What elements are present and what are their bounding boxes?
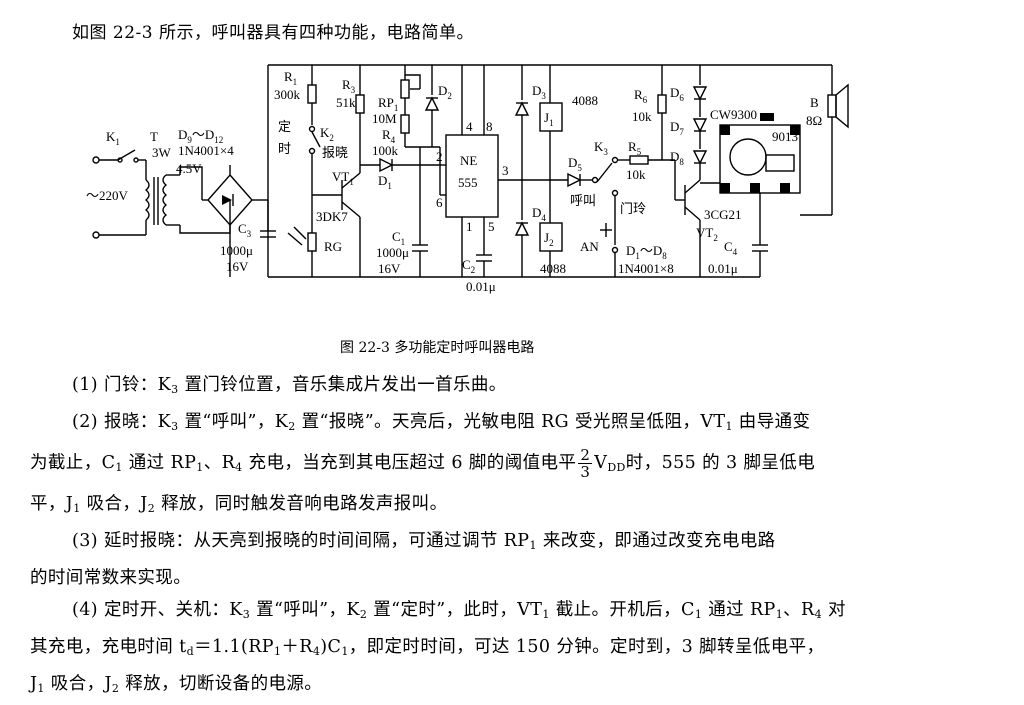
label-c4-value: 0.01μ bbox=[708, 261, 738, 276]
paragraph-4-line-1: (4) 定时开、关机：K3 置“呼叫”，K2 置“定时”，此时，VT1 截止。开… bbox=[72, 600, 846, 621]
paragraph-4-line-2: 其充电，充电时间 td＝1.1(RP1＋R4)C1，即定时时间，可达 150 分… bbox=[30, 637, 825, 658]
label-4-5v: 4.5V bbox=[176, 161, 202, 176]
label-3dk7: 3DK7 bbox=[316, 209, 348, 224]
label-d1: D1 bbox=[378, 173, 392, 191]
label-c1-value: 1000μ bbox=[376, 245, 409, 260]
label-d3: D3 bbox=[532, 83, 546, 101]
label-vt1: VT1 bbox=[332, 169, 354, 187]
label-r5-value: 10k bbox=[626, 167, 646, 182]
label-pin1: 1 bbox=[466, 219, 473, 234]
label-r5: R5 bbox=[628, 139, 642, 157]
paragraph-4-line-3: J1 吸合，J2 释放，切断设备的电源。 bbox=[30, 674, 323, 695]
label-hujiao: 呼叫 bbox=[570, 193, 596, 208]
label-k2: K2 bbox=[320, 125, 334, 143]
label-r6-value: 10k bbox=[632, 109, 652, 124]
label-menling: 门玲 bbox=[620, 201, 646, 216]
label-c1: C1 bbox=[392, 229, 405, 247]
label-r4: R4 bbox=[382, 127, 396, 145]
label-r4-value: 100k bbox=[372, 143, 399, 158]
label-shi: 时 bbox=[278, 141, 291, 156]
label-r3: R3 bbox=[342, 77, 356, 95]
label-9013: 9013 bbox=[772, 129, 798, 144]
label-pin2: 2 bbox=[436, 149, 443, 164]
label-pin5: 5 bbox=[488, 219, 495, 234]
label-4088b: 4088 bbox=[540, 261, 566, 276]
intro-text: 如图 22-3 所示，呼叫器具有四种功能，电路简单。 bbox=[72, 23, 474, 43]
label-baoxiao: 报晓 bbox=[322, 145, 348, 160]
paragraph-3-line-2: 的时间常数来实现。 bbox=[30, 568, 192, 588]
document-page: 如图 22-3 所示，呼叫器具有四种功能，电路简单。 bbox=[30, 23, 849, 695]
label-b: B bbox=[810, 95, 819, 110]
label-rp1-value: 10M bbox=[372, 111, 397, 126]
circuit-schematic: K1 T 3W D9～D12 1N4001×4 4.5V ～220V C3 10… bbox=[86, 64, 849, 294]
label-c3: C3 bbox=[238, 221, 252, 239]
label-3w: 3W bbox=[152, 145, 172, 160]
label-pin8: 8 bbox=[486, 119, 493, 134]
label-t: T bbox=[150, 129, 158, 144]
label-c2-value: 0.01μ bbox=[466, 279, 496, 294]
label-ac-220v: ～220V bbox=[86, 188, 129, 203]
label-j1: J1 bbox=[544, 110, 554, 128]
label-r1-value: 300k bbox=[274, 87, 301, 102]
label-j2: J2 bbox=[544, 230, 554, 248]
label-c1-volt: 16V bbox=[378, 261, 401, 276]
figure-caption: 图 22-3 多功能定时呼叫器电路 bbox=[340, 340, 535, 356]
label-diode-part: 1N4001×4 bbox=[178, 143, 234, 158]
label-c3-volt: 16V bbox=[226, 259, 249, 274]
label-r1: R1 bbox=[284, 69, 297, 87]
label-4088a: 4088 bbox=[572, 93, 598, 108]
label-3cg21: 3CG21 bbox=[704, 207, 742, 222]
label-cw9300: CW9300 bbox=[710, 107, 757, 122]
paragraph-1: (1) 门铃：K3 置门铃位置，音乐集成片发出一首乐曲。 bbox=[72, 375, 507, 396]
label-pin4: 4 bbox=[466, 119, 473, 134]
label-ne: NE bbox=[460, 153, 477, 168]
label-d6: D6 bbox=[670, 85, 684, 103]
label-rp1: RP1 bbox=[378, 95, 398, 113]
label-k1: K1 bbox=[106, 129, 120, 147]
label-d2: D2 bbox=[438, 83, 452, 101]
label-d4: D4 bbox=[532, 205, 546, 223]
label-ding: 定 bbox=[278, 119, 291, 134]
label-diode8: 1N4001×8 bbox=[618, 261, 674, 276]
label-r3-value: 51k bbox=[336, 95, 356, 110]
label-d8: D8 bbox=[670, 149, 684, 167]
schematic-labels: K1 T 3W D9～D12 1N4001×4 4.5V ～220V C3 10… bbox=[86, 69, 822, 294]
label-c2: C2 bbox=[462, 257, 475, 275]
label-pin3: 3 bbox=[502, 163, 509, 178]
label-an: AN bbox=[580, 239, 599, 254]
label-c4: C4 bbox=[724, 239, 738, 257]
label-d9-d12: D9～D12 bbox=[178, 127, 223, 145]
label-pin6: 6 bbox=[436, 195, 443, 210]
label-k3: K3 bbox=[594, 139, 608, 157]
label-b-value: 8Ω bbox=[806, 113, 822, 128]
label-d1-d8: D1～D8 bbox=[626, 243, 667, 261]
label-d7: D7 bbox=[670, 119, 684, 137]
label-rg: RG bbox=[324, 239, 342, 254]
paragraph-2-line-1: (2) 报晓：K3 置“呼叫”，K2 置“报晓”。天亮后，光敏电阻 RG 受光照… bbox=[72, 412, 811, 433]
paragraph-3-line-1: (3) 延时报晓：从天亮到报晓的时间间隔，可通过调节 RP1 来改变，即通过改变… bbox=[72, 531, 776, 552]
body-text: (1) 门铃：K3 置门铃位置，音乐集成片发出一首乐曲。 (2) 报晓：K3 置… bbox=[0, 369, 1024, 705]
label-r6: R6 bbox=[634, 87, 648, 105]
paragraph-2-line-3: 平，J1 吸合，J2 释放，同时触发音响电路发声报叫。 bbox=[30, 494, 448, 515]
label-c3-value: 1000μ bbox=[220, 243, 253, 258]
label-vt2: VT2 bbox=[696, 225, 718, 243]
label-555: 555 bbox=[458, 175, 478, 190]
label-d5: D5 bbox=[568, 155, 582, 173]
